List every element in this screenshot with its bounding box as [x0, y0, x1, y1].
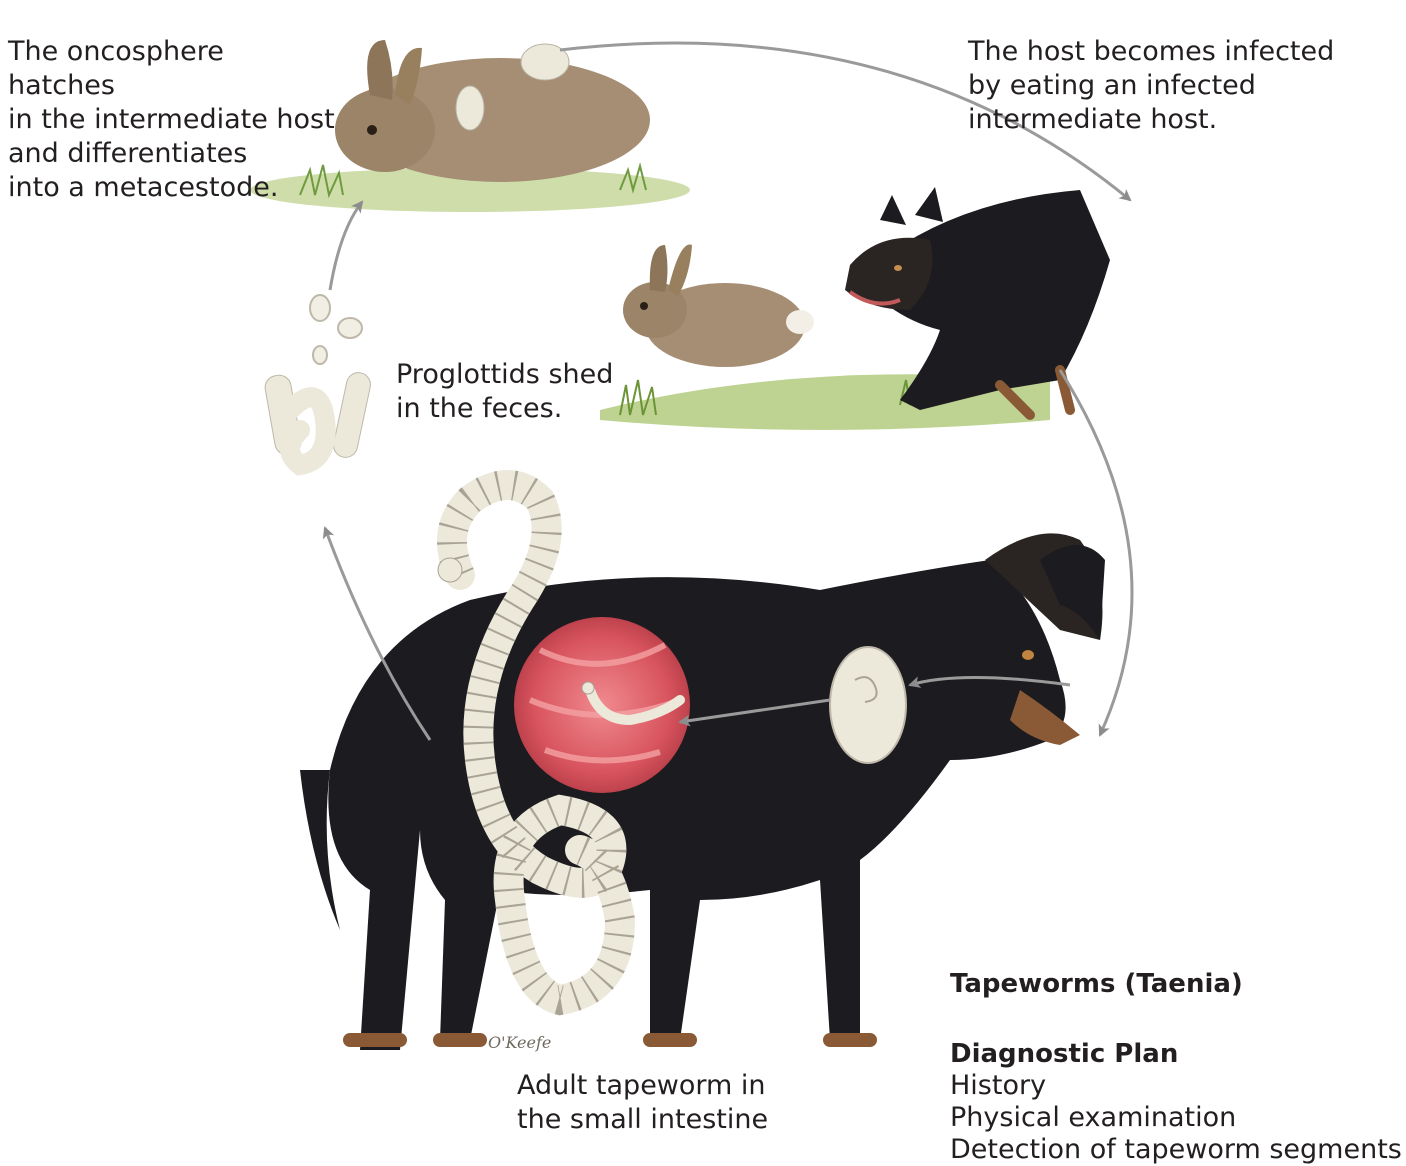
diagnostic-panel: Tapeworms (Taenia) Diagnostic Plan Histo… — [950, 968, 1406, 1166]
label-adult-tapeworm: Adult tapeworm in the small intestine — [517, 1069, 817, 1137]
label-oncosphere: The oncosphere hatches in the intermedia… — [8, 35, 338, 205]
diagnostic-item: Physical examination — [950, 1102, 1406, 1134]
proglottid-segments — [263, 370, 372, 465]
artist-signature: O'Keefe — [488, 1033, 551, 1052]
panel-title: Tapeworms (Taenia) — [950, 968, 1406, 1000]
eggs — [310, 295, 362, 364]
diagnostic-item: Detection of tapeworm segments — [950, 1134, 1406, 1166]
sitting-rabbit — [335, 40, 650, 182]
cyst — [830, 647, 906, 763]
running-rabbit — [623, 245, 814, 367]
panel-subtitle: Diagnostic Plan — [950, 1038, 1406, 1070]
label-host-infected: The host becomes infected by eating an i… — [968, 35, 1368, 137]
label-proglottids: Proglottids shed in the feces. — [396, 358, 636, 426]
diagnostic-item: History — [950, 1070, 1406, 1102]
